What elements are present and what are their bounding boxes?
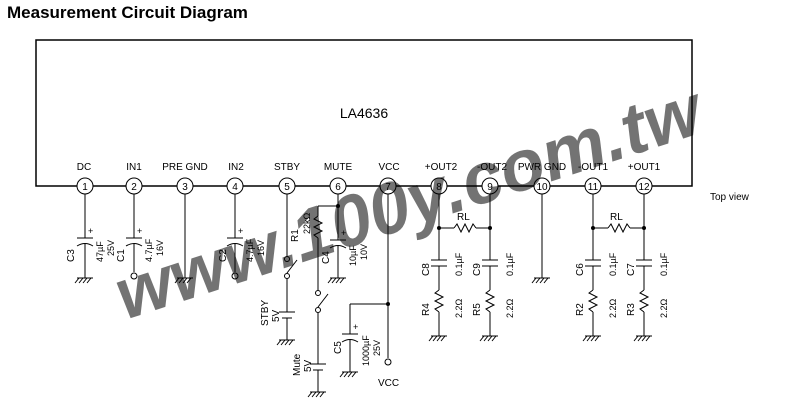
mute-source-voltage: 5V (303, 359, 314, 372)
c5-value: 1000µF (361, 335, 371, 366)
r5-value: 2.2Ω (505, 298, 515, 318)
pin-2: 2 (125, 177, 143, 195)
c9-value: 0.1µF (505, 252, 515, 276)
pin-name-9: -OUT2 (477, 162, 507, 173)
r2-value: 2.2Ω (608, 298, 618, 318)
c2-capacitor: + C2 4.7µF 16V (218, 194, 266, 280)
pin-name-7: VCC (378, 162, 399, 173)
svg-text:11: 11 (588, 182, 599, 193)
out2-load: RL C8 0.1µF R4 2.2Ω C9 0.1µF R5 2.2Ω (421, 194, 515, 342)
stby-source-voltage: 5V (271, 309, 282, 322)
c3-value: 47µF (95, 241, 105, 262)
svg-text:+: + (137, 226, 142, 236)
c5-voltage: 25V (372, 340, 382, 356)
pre-gnd-wire (174, 194, 194, 284)
pin-name-3: PRE GND (162, 162, 208, 173)
page-title: Measurement Circuit Diagram (7, 3, 248, 22)
svg-text:7: 7 (385, 182, 391, 193)
c3-ref: C3 (66, 249, 77, 262)
c2-ref: C2 (218, 249, 229, 262)
svg-text:+: + (341, 228, 346, 238)
pin-name-10: PWR GND (518, 162, 566, 173)
out1-load: RL C6 0.1µF R2 2.2Ω C7 0.1µF R3 2.2Ω (575, 194, 669, 342)
c2-voltage: 16V (256, 240, 266, 256)
pin-name-11: -OUT1 (578, 162, 608, 173)
c8-value: 0.1µF (454, 252, 464, 276)
pin-1: 1 (76, 177, 94, 195)
vcc-terminal-label: VCC (378, 378, 399, 389)
c5-ref: C5 (333, 341, 344, 354)
svg-text:+: + (353, 322, 358, 332)
c1-capacitor: + C1 4.7µF 16V (116, 194, 165, 280)
ic-body (35, 39, 693, 187)
pwr-gnd-wire (531, 194, 551, 284)
rl-b-ref: RL (610, 212, 623, 223)
pin-12: 12 (635, 177, 653, 195)
svg-text:2: 2 (131, 182, 137, 193)
svg-text:9: 9 (487, 182, 493, 193)
pin-name-4: IN2 (228, 162, 244, 173)
pin-4: 4 (226, 177, 244, 195)
pin-name-2: IN1 (126, 162, 142, 173)
svg-text:10: 10 (536, 182, 548, 193)
r5-ref: R5 (472, 303, 483, 316)
stby-source-label: STBY (260, 300, 271, 326)
c6-value: 0.1µF (608, 252, 618, 276)
svg-text:8: 8 (436, 182, 442, 193)
c6-ref: C6 (575, 263, 586, 276)
pin-5: 5 (278, 177, 296, 195)
r1-value: 22kΩ (302, 212, 312, 234)
r2-ref: R2 (575, 303, 586, 316)
pin-name-5: STBY (274, 162, 300, 173)
pin-name-8: +OUT2 (425, 162, 458, 173)
c7-value: 0.1µF (659, 252, 669, 276)
pin-name-6: MUTE (324, 162, 353, 173)
r1-ref: R1 (290, 229, 301, 242)
c2-value: 4.7µF (245, 238, 255, 262)
c1-voltage: 16V (155, 240, 165, 256)
pin-3: 3 (176, 177, 194, 195)
c3-voltage: 25V (106, 240, 116, 256)
c4-voltage: 10V (359, 244, 369, 260)
mute-source-label: Mute (292, 353, 303, 376)
vcc-circuit: VCC + C5 1000µF 25V (333, 194, 399, 389)
pin-6: 6 (329, 177, 347, 195)
svg-text:1: 1 (82, 182, 88, 193)
c4-value: 10µF (348, 245, 358, 266)
svg-text:4: 4 (232, 182, 238, 193)
r4-ref: R4 (421, 303, 432, 316)
c8-ref: C8 (421, 263, 432, 276)
pin-11: 11 (584, 177, 602, 195)
svg-text:12: 12 (638, 182, 650, 193)
svg-text:+: + (238, 226, 243, 236)
pin-name-12: +OUT1 (628, 162, 661, 173)
c1-ref: C1 (116, 249, 127, 262)
c9-ref: C9 (472, 263, 483, 276)
r4-value: 2.2Ω (454, 298, 464, 318)
c1-value: 4.7µF (144, 238, 154, 262)
pin-9: 9 (481, 177, 499, 195)
rl-a-ref: RL (457, 212, 470, 223)
c3-capacitor: + C3 47µF 25V (66, 194, 116, 284)
pin-7: 7 (379, 177, 397, 195)
stby-circuit: STBY 5V (260, 194, 298, 346)
c4-ref: C4 (321, 251, 332, 264)
svg-text:5: 5 (284, 182, 290, 193)
r3-ref: R3 (626, 303, 637, 316)
svg-text:+: + (88, 226, 93, 236)
r3-value: 2.2Ω (659, 298, 669, 318)
c7-ref: C7 (626, 263, 637, 276)
mute-circuit: R1 22kΩ Mute 5V + C4 10µF 10V (290, 194, 369, 398)
pin-name-1: DC (77, 162, 91, 173)
view-label: Top view (710, 192, 750, 203)
ic-label: LA4636 (340, 105, 388, 121)
svg-text:6: 6 (335, 182, 341, 193)
svg-text:3: 3 (182, 182, 188, 193)
